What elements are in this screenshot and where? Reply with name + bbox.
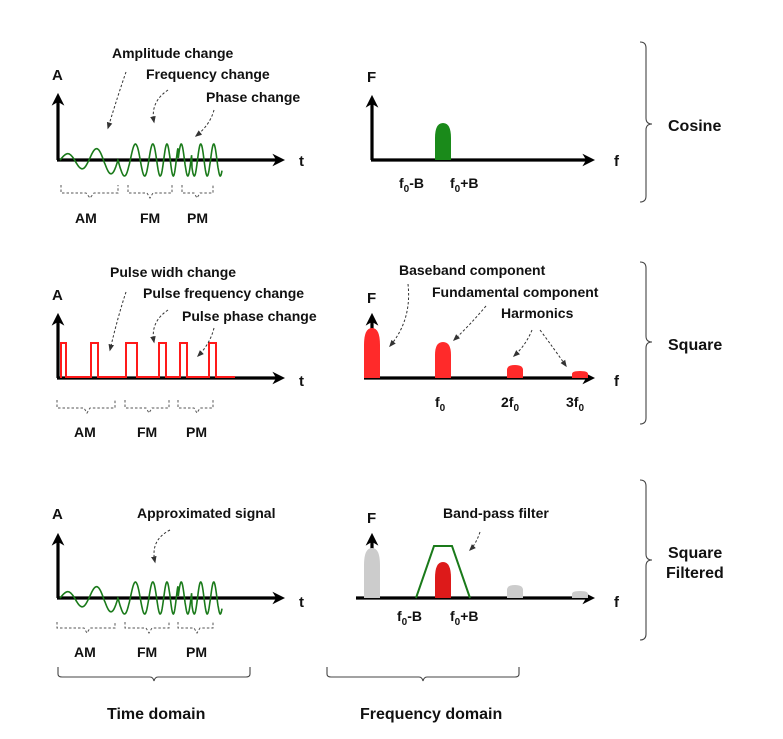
- annotation-amplitude-change: Amplitude change: [112, 45, 234, 61]
- annotation-band-pass-filter: Band-pass filter: [443, 505, 549, 521]
- segment-label-fm: FM: [137, 424, 157, 440]
- band-pass-filter-outline: [415, 545, 471, 599]
- row-brace: [639, 41, 653, 203]
- segment-brace: [177, 400, 214, 414]
- filtered-time-plot: A t Approximated signal AM FM PM: [51, 505, 304, 660]
- pointer-arrow: [150, 309, 169, 344]
- row-label-cosine: Cosine: [668, 118, 721, 135]
- y-axis-label: A: [52, 506, 63, 523]
- column-label-time-domain: Time domain: [107, 706, 205, 723]
- segment-brace: [124, 622, 170, 634]
- pulse-train-wave: [60, 342, 235, 378]
- tick-label-2f0: 2f0: [501, 394, 519, 414]
- row-brace: [639, 261, 653, 425]
- annotation-frequency-change: Frequency change: [146, 66, 270, 82]
- y-axis-label: A: [52, 287, 63, 304]
- annotation-approximated-signal: Approximated signal: [137, 505, 275, 521]
- column-labels: Time domain Frequency domain: [57, 667, 520, 723]
- segment-brace: [56, 622, 116, 634]
- x-axis-label: t: [299, 153, 304, 170]
- annotation-phase-change: Phase change: [206, 89, 300, 105]
- tick-label-f0-minus-b: f0-B: [397, 608, 422, 628]
- tick-label-f0-plus-b: f0+B: [450, 175, 479, 195]
- y-axis-label: F: [367, 69, 376, 86]
- y-axis-label: F: [367, 290, 376, 307]
- third-harmonic-peak: [572, 371, 588, 378]
- segment-brace: [124, 400, 170, 414]
- tick-label-3f0: 3f0: [566, 394, 584, 414]
- segment-brace: [181, 185, 214, 199]
- segment-brace: [60, 185, 119, 199]
- suppressed-baseband-peak: [364, 548, 380, 598]
- column-label-frequency-domain: Frequency domain: [360, 706, 502, 723]
- square-time-plot: A t Pulse widh change Pulse frequency ch…: [51, 264, 317, 440]
- x-axis-label: t: [299, 594, 304, 611]
- segment-brace: [56, 400, 116, 414]
- row-brace: [639, 479, 653, 641]
- column-brace-time: [57, 667, 251, 682]
- square-frequency-plot: F f Baseband component Fundamental compo…: [364, 262, 620, 414]
- tick-label-f0-minus-b: f0-B: [399, 175, 424, 195]
- row-square-filtered: A t Approximated signal AM FM PM F f Ban…: [51, 479, 724, 660]
- modulated-cosine-wave: [59, 143, 223, 178]
- segment-label-am: AM: [74, 424, 96, 440]
- segment-label-fm: FM: [140, 210, 160, 226]
- annotation-harmonics: Harmonics: [501, 305, 574, 321]
- pointer-arrow: [539, 329, 567, 368]
- pointer-arrow: [108, 291, 127, 352]
- segment-brace: [127, 185, 173, 199]
- annotation-pulse-width-change: Pulse widh change: [110, 264, 236, 280]
- pointer-arrow: [452, 305, 487, 341]
- segment-label-am: AM: [75, 210, 97, 226]
- approximated-signal-wave: [59, 581, 223, 616]
- x-axis-label: f: [614, 153, 620, 170]
- filtered-frequency-plot: F f Band-pass filter f0-B f0+B: [356, 505, 620, 628]
- segment-label-am: AM: [74, 644, 96, 660]
- segment-brace: [177, 622, 214, 634]
- x-axis-label: f: [614, 594, 620, 611]
- pointer-arrow: [150, 89, 169, 124]
- suppressed-harmonic-peak: [572, 591, 588, 598]
- pointer-arrow: [389, 283, 410, 348]
- pointer-arrow: [106, 71, 127, 130]
- y-axis-label: A: [52, 67, 63, 84]
- annotation-pulse-phase-change: Pulse phase change: [182, 308, 317, 324]
- fundamental-component-peak: [435, 342, 451, 378]
- filtered-fundamental-peak: [435, 562, 451, 598]
- cosine-time-plot: A t Amplitude change Frequency change Ph…: [51, 45, 304, 226]
- row-label-square: Square: [668, 337, 722, 354]
- row-label-square-filtered-line1: Square: [668, 545, 722, 562]
- cosine-frequency-plot: F f f0-B f0+B: [365, 69, 620, 195]
- second-harmonic-peak: [507, 365, 523, 378]
- pointer-arrow: [194, 109, 215, 137]
- segment-label-pm: PM: [186, 424, 207, 440]
- segment-label-fm: FM: [137, 644, 157, 660]
- cosine-spectrum-peak: [435, 123, 451, 160]
- segment-label-pm: PM: [186, 644, 207, 660]
- annotation-pulse-frequency-change: Pulse frequency change: [143, 285, 304, 301]
- baseband-component-peak: [364, 328, 380, 378]
- column-brace-frequency: [326, 667, 520, 682]
- annotation-baseband-component: Baseband component: [399, 262, 546, 278]
- tick-label-f0-plus-b: f0+B: [450, 608, 479, 628]
- suppressed-harmonic-peak: [507, 585, 523, 598]
- annotation-fundamental-component: Fundamental component: [432, 284, 599, 300]
- pointer-arrow: [469, 531, 481, 551]
- x-axis-label: f: [614, 373, 620, 390]
- row-label-square-filtered-line2: Filtered: [666, 565, 724, 582]
- pointer-arrow: [512, 329, 533, 357]
- row-square: A t Pulse widh change Pulse frequency ch…: [51, 261, 722, 440]
- y-axis-label: F: [367, 510, 376, 527]
- tick-label-f0: f0: [435, 394, 446, 414]
- row-cosine: A t Amplitude change Frequency change Ph…: [51, 41, 721, 226]
- pointer-arrow: [151, 529, 171, 564]
- segment-label-pm: PM: [187, 210, 208, 226]
- x-axis-label: t: [299, 373, 304, 390]
